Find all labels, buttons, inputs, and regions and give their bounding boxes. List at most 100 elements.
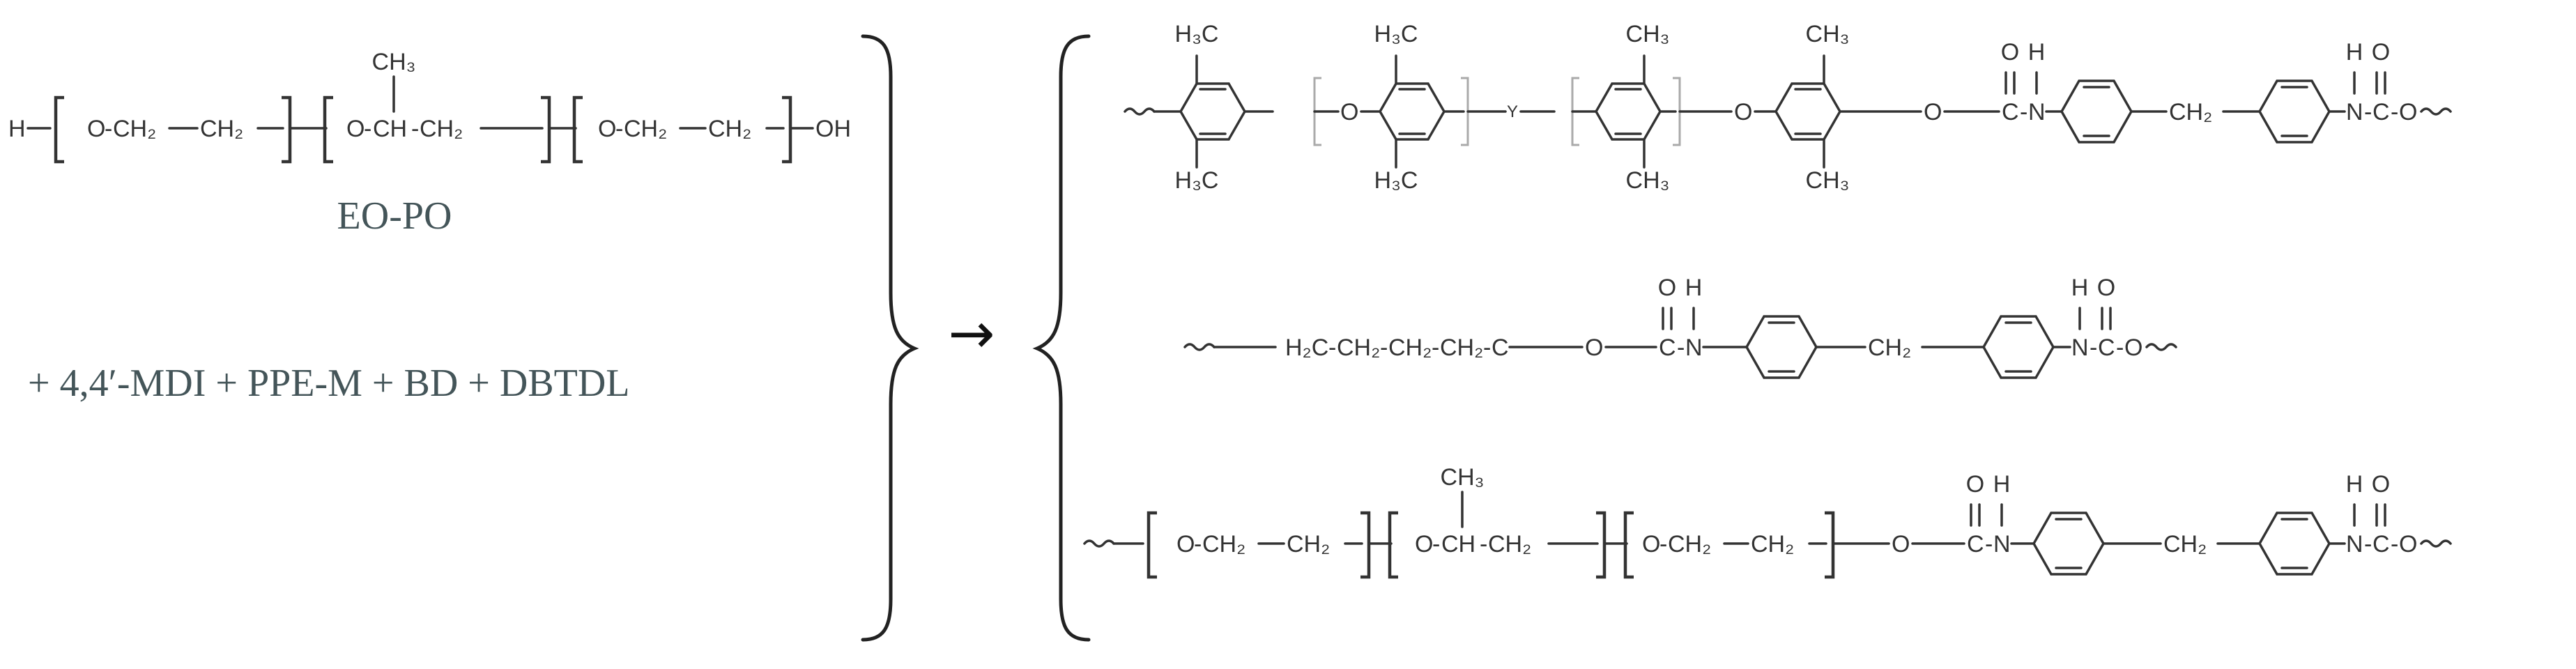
carbonyl-c: C <box>1967 531 1984 558</box>
bracket-open <box>54 95 64 164</box>
amide-h: H <box>2071 275 2089 301</box>
eo2-ch2-b: CH₂ <box>1751 531 1794 558</box>
copolyol-label: EO-PO <box>337 194 452 238</box>
urethane-dash: - <box>2391 531 2398 558</box>
bracket-close <box>282 95 292 164</box>
chain-wavy-end <box>1124 107 1156 116</box>
atom-h: H <box>8 116 26 142</box>
ether-o: O <box>1734 99 1752 125</box>
eo2-ch2-a: CH₂ <box>624 116 667 142</box>
methyl-label: H₃C <box>1374 21 1418 47</box>
benzene-ring <box>2257 512 2331 576</box>
urethane-o: O <box>2124 334 2142 361</box>
urethane-o: O <box>1892 531 1910 558</box>
eo-dash: - <box>1194 531 1202 558</box>
urethane-dash: - <box>2020 99 2027 125</box>
bracket-open <box>572 95 583 164</box>
benzene-ring <box>1179 82 1247 141</box>
eo-dash: - <box>105 116 112 142</box>
benzene-ring <box>2060 79 2133 144</box>
urethane-dash: - <box>2364 99 2372 125</box>
urethane-dash: - <box>1985 531 1993 558</box>
amide-h: H <box>2028 39 2046 66</box>
ether-o: O <box>1340 99 1358 125</box>
urethane-n: N <box>2346 99 2363 125</box>
eo2-dash: - <box>1659 531 1667 558</box>
chain-wavy-end <box>1083 539 1115 548</box>
product-ppe-segment: H₃C H₃C O H₃C H₃C Y CH₃ CH₃ O <box>1124 21 2452 194</box>
carbonyl-c: C <box>2372 531 2390 558</box>
urethane-o: O <box>2399 99 2417 125</box>
eo2-o: O <box>598 116 616 142</box>
po-ch: CH <box>1441 531 1475 558</box>
urethane-n: N <box>2071 334 2089 361</box>
carbonyl-c: C <box>2098 334 2115 361</box>
methyl-label: CH₃ <box>1806 167 1850 194</box>
benzene-ring <box>2032 512 2106 576</box>
urethane-dash: - <box>2116 334 2124 361</box>
po-dash2: - <box>411 116 419 142</box>
amide-h: H <box>1993 471 2011 498</box>
methyl-label: H₃C <box>1175 167 1219 194</box>
benzene-ring <box>1594 82 1662 141</box>
products-brace <box>1032 34 1091 642</box>
po-ch: CH <box>373 116 407 142</box>
atom-oh: OH <box>815 116 851 142</box>
reaction-arrow: → <box>948 301 995 366</box>
urethane-o: O <box>2399 531 2417 558</box>
bd-ch2: CH₂ <box>1337 334 1380 361</box>
carbonyl-o: O <box>2097 275 2115 301</box>
eo-o: O <box>1176 531 1195 558</box>
po-dash: - <box>1432 531 1440 558</box>
carbonyl-c: C <box>2002 99 2019 125</box>
methylene: CH₂ <box>1868 334 1911 361</box>
methyl-label: H₃C <box>1175 21 1219 47</box>
eo-po-copolyol: H O - CH₂ CH₂ O - CH CH₃ - CH₂ O - CH₂ C… <box>8 49 851 164</box>
urethane-dash: - <box>1677 334 1685 361</box>
po-ch2: CH₂ <box>420 116 463 142</box>
benzene-ring <box>1378 82 1446 141</box>
bracket-open <box>323 95 333 164</box>
eo-ch2-b: CH₂ <box>1287 531 1330 558</box>
bracket-open <box>1147 511 1157 579</box>
bracket-close <box>782 95 792 164</box>
product-polyol-segment: O - CH₂ CH₂ O - CH CH₃ - CH₂ O - CH₂ CH₂… <box>1083 464 2452 579</box>
bd-dash: - <box>1432 334 1439 361</box>
eo-ch2-a: CH₂ <box>113 116 156 142</box>
urethane-n: N <box>1685 334 1703 361</box>
product-bd-segment: H₂C - CH₂ - CH₂ - CH₂ - C O C O - N H CH… <box>1183 275 2177 379</box>
bd-dash: - <box>1380 334 1388 361</box>
bracket-open <box>1623 511 1634 579</box>
urethane-o: O <box>1585 334 1603 361</box>
linker-y: Y <box>1507 102 1518 121</box>
methylene: CH₂ <box>2163 531 2207 558</box>
carbonyl-o: O <box>1966 471 1984 498</box>
eo-ch2-a: CH₂ <box>1202 531 1245 558</box>
methyl-label: CH₃ <box>1626 21 1670 47</box>
eo-ch2-b: CH₂ <box>200 116 243 142</box>
bracket-close <box>1825 511 1835 579</box>
bracket-close <box>1360 511 1371 579</box>
po-dash2: - <box>1480 531 1487 558</box>
additives-line: + 4,4′-MDI + PPE-M + BD + DBTDL <box>28 362 630 405</box>
benzene-ring <box>1745 315 1818 379</box>
carbonyl-c: C <box>1659 334 1676 361</box>
amide-h: H <box>1685 275 1703 301</box>
urethane-n: N <box>2028 99 2046 125</box>
methyl-label: CH₃ <box>1806 21 1850 47</box>
po-o: O <box>346 116 365 142</box>
methyl-label: H₃C <box>1374 167 1418 194</box>
urethane-dash: - <box>2391 99 2398 125</box>
po-dash: - <box>364 116 371 142</box>
carbonyl-o: O <box>2372 471 2390 498</box>
benzene-ring <box>1774 82 1842 141</box>
bracket-close <box>541 95 551 164</box>
carbonyl-c: C <box>2372 99 2390 125</box>
urethane-n: N <box>2346 531 2363 558</box>
bd-c: C <box>1492 334 1509 361</box>
bd-ch2: CH₂ <box>1388 334 1432 361</box>
carbonyl-o: O <box>2001 39 2019 66</box>
carbonyl-o: O <box>1658 275 1676 301</box>
po-ch2: CH₂ <box>1488 531 1531 558</box>
